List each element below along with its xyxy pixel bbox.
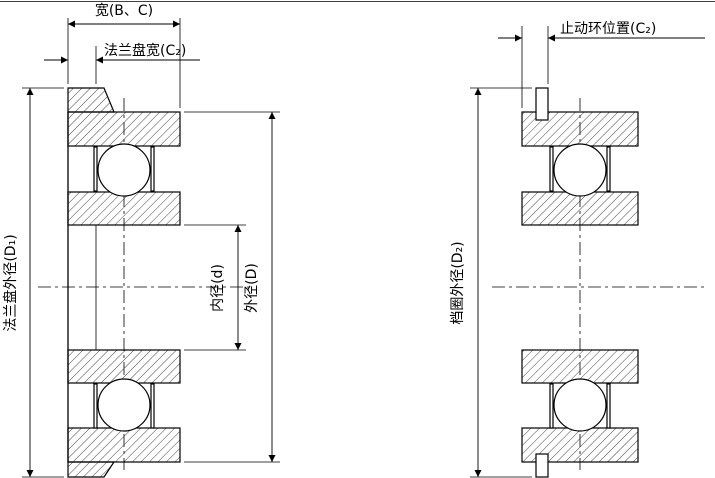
shield-bottom-left xyxy=(549,383,554,429)
dim-flange-od: 法兰盘外径(D₁) xyxy=(2,87,64,478)
dim-snap-ring-position: 止动环位置(C₂) xyxy=(498,21,705,108)
dim-flange-width: 法兰盘宽(C₂) xyxy=(44,42,200,84)
flange-bottom-section xyxy=(67,461,116,478)
shield-top-left xyxy=(549,146,554,192)
shield-top-right xyxy=(606,146,611,192)
shield-bottom-left xyxy=(93,383,98,429)
outer-ring-top xyxy=(67,111,181,147)
ball-top xyxy=(553,143,607,197)
snap-ring-bottom xyxy=(535,453,549,478)
shield-bottom-right xyxy=(606,383,611,429)
dim-outer-dia: 外径(D) xyxy=(184,111,280,463)
right-bearing-section xyxy=(492,87,705,478)
dim-label-snapring-pos: 止动环位置(C₂) xyxy=(560,21,656,37)
shield-bottom-right xyxy=(150,383,155,429)
shield-top-left xyxy=(93,146,98,192)
outer-ring-bottom xyxy=(67,427,181,463)
dim-label-ring-od: 档圈外径(D₂) xyxy=(450,241,466,324)
dim-bore-dia: 内径(d) xyxy=(184,224,246,351)
ball-bottom xyxy=(97,378,151,432)
dim-ring-od: 档圈外径(D₂) xyxy=(450,87,532,478)
ball-bottom xyxy=(553,378,607,432)
dim-label-width-bc: 宽(B、C) xyxy=(95,2,153,19)
ball-top xyxy=(97,143,151,197)
dim-label-outer-dia: 外径(D) xyxy=(244,263,260,313)
inner-ring-top xyxy=(67,191,181,226)
dim-width-bc: 宽(B、C) xyxy=(67,2,181,108)
flange-top-section xyxy=(67,87,115,113)
dim-label-bore-dia: 内径(d) xyxy=(210,264,226,312)
shield-top-right xyxy=(150,146,155,192)
dim-label-flange-width: 法兰盘宽(C₂) xyxy=(104,42,186,59)
dim-label-flange-od: 法兰盘外径(D₁) xyxy=(2,234,19,331)
left-bearing-section xyxy=(38,87,252,478)
inner-ring-top xyxy=(521,191,639,226)
inner-ring-bottom xyxy=(521,349,639,384)
inner-ring-bottom xyxy=(67,349,181,384)
snap-ring-top xyxy=(535,87,549,121)
